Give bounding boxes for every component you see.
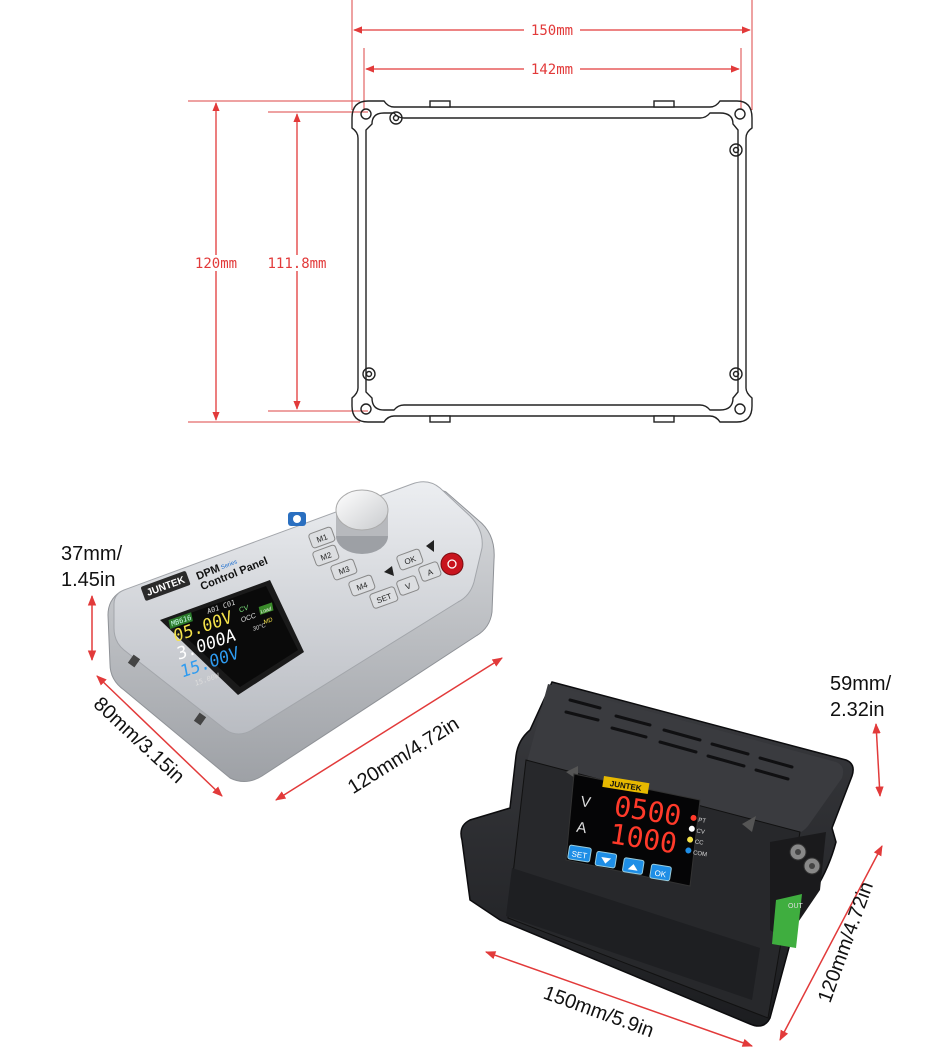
pm-v-label: V xyxy=(579,793,592,811)
pm-a-label: A xyxy=(575,819,588,837)
dim-111-label: 111.8mm xyxy=(267,256,326,272)
cp-series-sub: Series xyxy=(220,559,238,571)
dim-142-label: 142mm xyxy=(531,62,573,78)
cp-width-arrow xyxy=(275,657,503,801)
pm-indicator-cv: CV xyxy=(696,829,705,836)
cp-lcd-load: Load xyxy=(260,606,272,616)
cp-lcd-md: MD xyxy=(263,617,274,626)
pm-height-label-in: 2.32in xyxy=(830,699,885,721)
cp-button-m4[interactable]: M4 xyxy=(355,580,369,592)
cp-buttons[interactable]: M1 M2 M3 M4 SET V A OK xyxy=(308,526,442,609)
cp-depth-arrow xyxy=(96,675,223,797)
cp-button-m3[interactable]: M3 xyxy=(337,564,351,576)
cp-button-a[interactable]: A xyxy=(426,567,435,578)
cp-lcd-temp: 30°C xyxy=(253,623,267,633)
pm-height-label: 59mm/ xyxy=(830,673,892,695)
cp-lcd-cv: CV xyxy=(239,604,250,614)
technical-drawing: 150mm 142mm 120mm 111.8mm xyxy=(188,0,753,423)
mounting-holes xyxy=(360,108,746,415)
pm-depth-arrow xyxy=(779,845,883,1041)
cp-height-label: 37mm/ xyxy=(61,543,123,565)
pm-indicator-cc: CC xyxy=(694,839,704,846)
cp-power-button[interactable] xyxy=(440,552,464,576)
dim-150-label: 150mm xyxy=(531,23,573,39)
arrow-up-icon xyxy=(627,864,638,871)
pm-display-panel: JUNTEK V A 0500 1000 PT CV CC COM SET xyxy=(565,773,708,887)
cp-lcd-occ: OCC xyxy=(241,612,257,624)
pm-button-ok[interactable] xyxy=(649,863,672,882)
cp-status-icon xyxy=(288,512,306,526)
power-module-device: JUNTEK V A 0500 1000 PT CV CC COM SET xyxy=(460,681,884,1047)
arrow-up-icon[interactable] xyxy=(426,540,434,552)
cp-button-ok[interactable]: OK xyxy=(403,554,418,567)
arrow-left-icon[interactable] xyxy=(384,566,394,576)
pm-length-arrow xyxy=(485,951,753,1047)
enclosure-outline xyxy=(351,100,753,423)
cp-button-m1[interactable]: M1 xyxy=(315,532,329,544)
power-icon xyxy=(447,559,457,569)
pm-vent-slots xyxy=(564,698,794,781)
control-panel-device: JUNTEK DPM Series Control Panel MB616 A0… xyxy=(87,481,503,801)
cp-height-label-in: 1.45in xyxy=(61,569,116,591)
pm-button-ok-label: OK xyxy=(654,869,667,880)
arrow-down-icon xyxy=(601,856,612,864)
cp-button-v[interactable]: V xyxy=(404,581,413,592)
pm-indicator-com: COM xyxy=(693,850,708,858)
pm-terminals: OUT xyxy=(770,832,826,948)
dim-120-label: 120mm xyxy=(195,256,237,272)
pm-indicator-pt: PT xyxy=(698,818,707,825)
pm-button-set[interactable] xyxy=(567,844,592,863)
pm-height-arrow xyxy=(872,722,884,798)
pm-button-set-label: SET xyxy=(571,849,588,860)
cp-rotary-knob[interactable] xyxy=(335,489,389,554)
cp-button-m2[interactable]: M2 xyxy=(319,550,333,562)
pm-out-label: OUT xyxy=(788,903,804,910)
